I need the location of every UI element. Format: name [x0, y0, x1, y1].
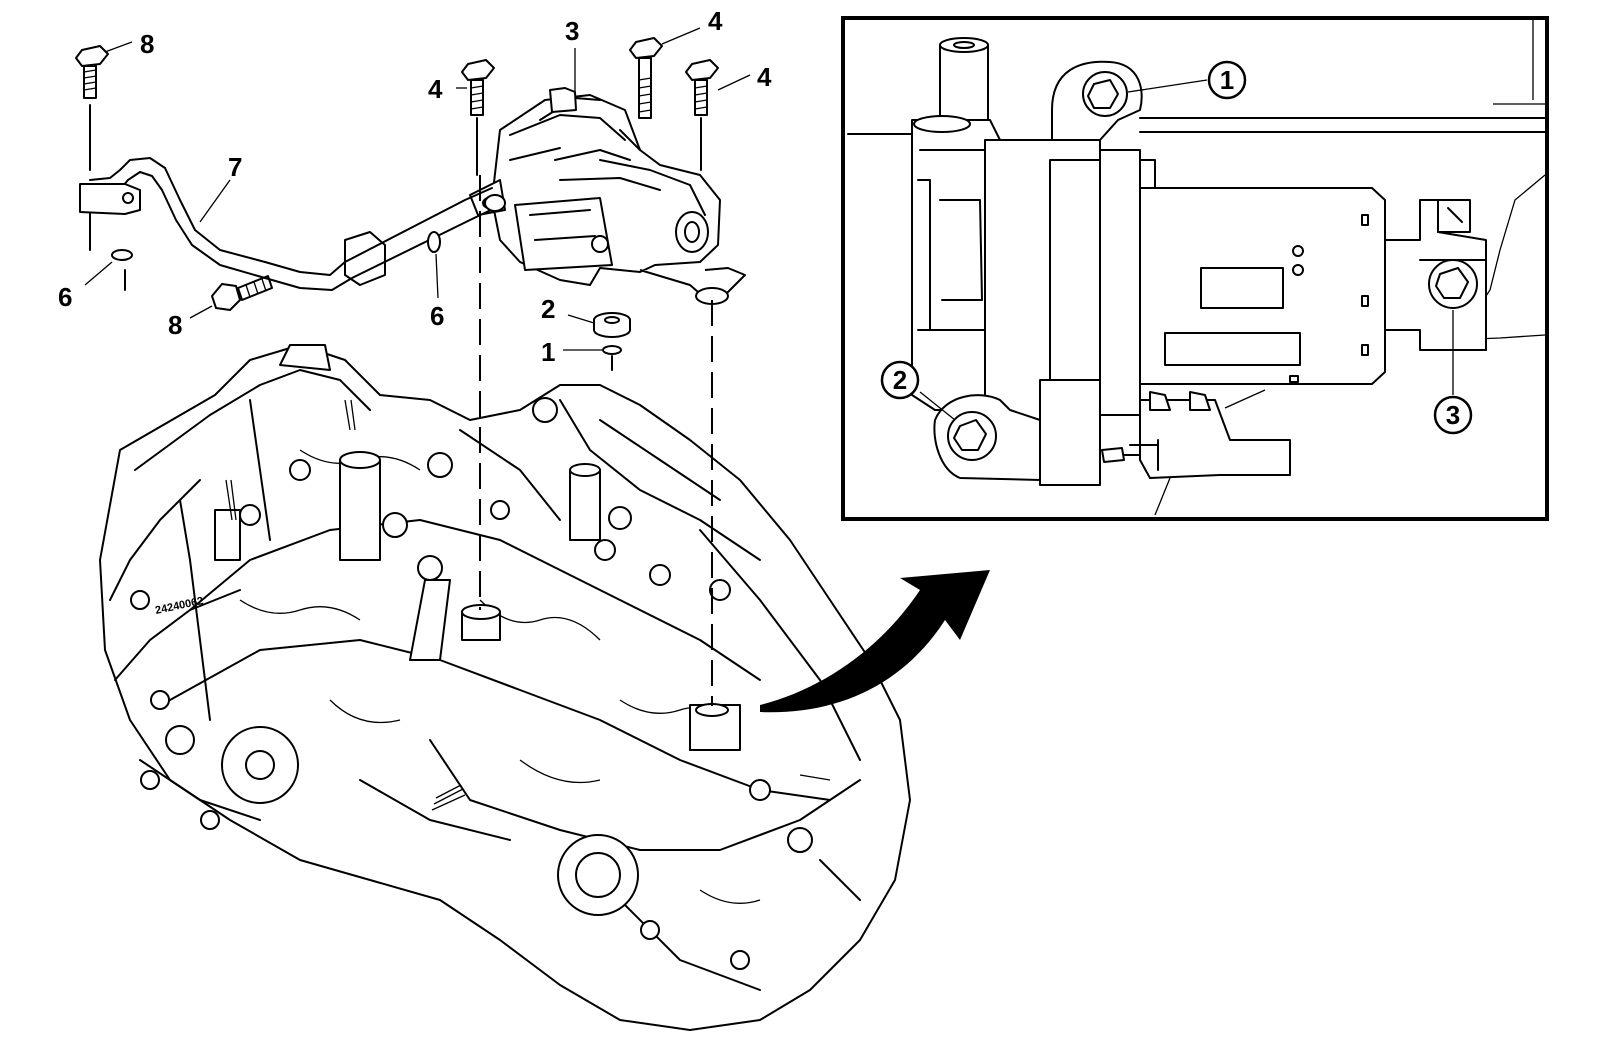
leader-lines [84, 27, 751, 351]
clip-item-1 [602, 345, 622, 371]
inset-callout-3: 3 [1433, 395, 1473, 435]
callout-6-right: 6 [430, 301, 444, 331]
callout-7: 7 [228, 152, 242, 182]
detail-pointer-arrow [760, 570, 990, 713]
pipe-assembly [79, 157, 506, 291]
callout-4-right: 4 [757, 62, 772, 92]
svg-text:3: 3 [1446, 400, 1460, 430]
svg-text:2: 2 [893, 365, 907, 395]
pump-assembly [469, 87, 746, 305]
washer-item-2 [593, 312, 631, 338]
detail-inset: 1 2 3 [841, 16, 1549, 521]
bolt-item-8-top [75, 45, 109, 171]
inset-callout-1: 1 [1207, 60, 1247, 100]
callout-1: 1 [541, 337, 555, 367]
callout-4-left: 4 [428, 74, 443, 104]
callout-8-top: 8 [140, 29, 154, 59]
transmission-case: 24240062 [99, 344, 911, 1031]
svg-text:1: 1 [1220, 65, 1234, 95]
bolt-item-4-right [685, 59, 719, 171]
callout-3: 3 [565, 16, 579, 46]
bolt-item-5 [629, 37, 663, 119]
callout-8-side: 8 [168, 310, 182, 340]
callout-6-left: 6 [58, 282, 72, 312]
inset-callout-2: 2 [880, 360, 920, 400]
callout-2: 2 [541, 294, 555, 324]
bolt-item-8-side [211, 275, 273, 311]
bolt-item-4-left [461, 59, 495, 176]
callout-5: 4 [708, 6, 723, 36]
main-callouts: 8 3 4 4 4 7 6 8 6 2 1 [58, 6, 772, 367]
